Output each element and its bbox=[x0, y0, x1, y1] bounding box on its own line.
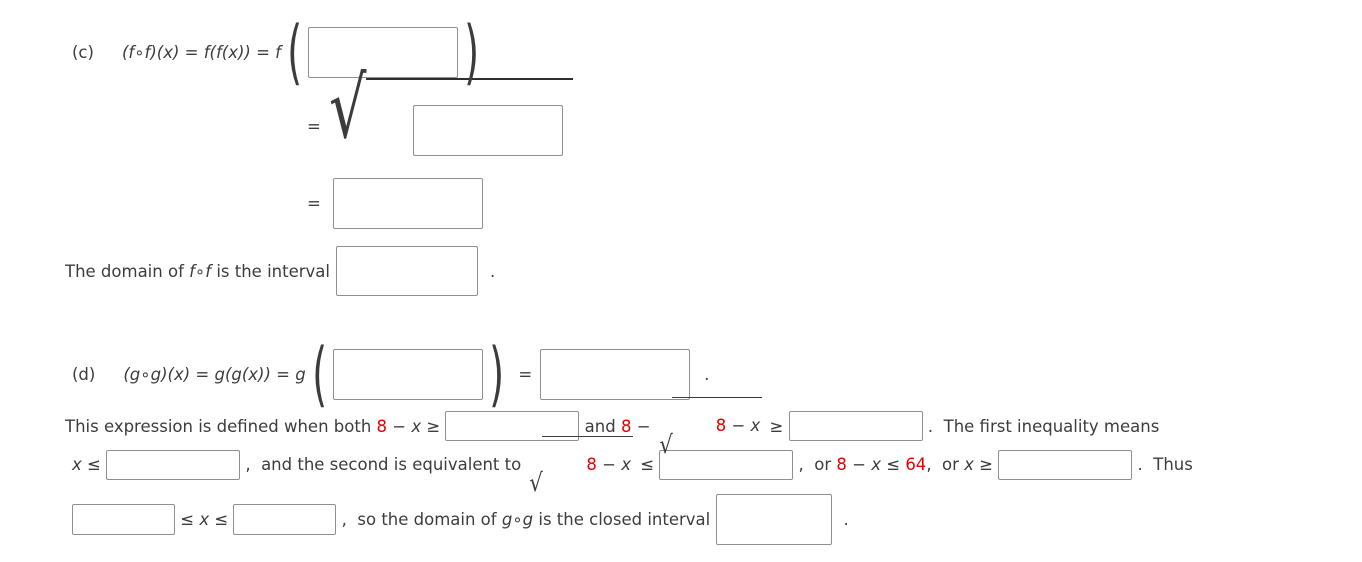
sqrt-8-minus-x: √ 8 − x bbox=[658, 397, 763, 459]
d-x-upper-bound-input[interactable] bbox=[106, 449, 241, 480]
part-d-equation: (g∘g)(x) = g(g(x)) = g bbox=[123, 364, 306, 384]
period: . bbox=[704, 364, 710, 384]
minus-x: − x bbox=[726, 416, 761, 436]
thus-text: . Thus bbox=[1132, 455, 1193, 474]
d-answer-1-input[interactable] bbox=[333, 348, 484, 400]
red-eight: 8 bbox=[586, 454, 597, 474]
part-c-domain-line: The domain of f∘f is the interval . bbox=[65, 245, 1362, 297]
red-eight: 8 bbox=[620, 416, 632, 436]
radical-expression: √ bbox=[328, 58, 574, 175]
c-answer-3-input[interactable] bbox=[332, 177, 483, 229]
sqrt-8-minus-x: √ 8 − x bbox=[528, 435, 633, 498]
part-c-line-2: = √ bbox=[307, 66, 1362, 156]
red-eight: 8 bbox=[836, 455, 847, 474]
minus-x-geq: − x ≥ bbox=[387, 416, 446, 436]
d-ineq2-answer-input[interactable] bbox=[788, 411, 923, 441]
radical-icon: √ bbox=[328, 58, 367, 157]
leq-sign: ≤ bbox=[634, 455, 660, 474]
leq-x-leq: ≤ x ≤ bbox=[175, 509, 234, 529]
x-geq: x ≥ bbox=[964, 455, 999, 474]
radicand bbox=[366, 77, 574, 175]
minus-x-leq: − x ≤ bbox=[846, 455, 906, 474]
period: . bbox=[489, 261, 496, 281]
part-d-label: (d) bbox=[72, 364, 96, 384]
x-leq: x ≤ bbox=[72, 455, 107, 474]
domain-suffix-text: is the interval bbox=[211, 261, 330, 281]
equals-sign: = bbox=[307, 193, 321, 213]
part-d-conclusion-line: ≤ x ≤ , so the domain of g∘g is the clos… bbox=[72, 493, 1362, 545]
red-eight: 8 bbox=[376, 416, 388, 436]
fof-math-text: f∘f bbox=[189, 261, 212, 281]
d-interval-lower-input[interactable] bbox=[72, 503, 175, 535]
d-domain-interval-input[interactable] bbox=[715, 493, 832, 545]
d-interval-upper-input[interactable] bbox=[233, 503, 337, 535]
part-c-line-1: (c) (f∘f)(x) = f(f(x)) = f ( ) bbox=[72, 11, 480, 93]
equals-sign: = bbox=[518, 364, 533, 384]
geq-sign: ≥ bbox=[764, 416, 789, 436]
or-text: , or bbox=[793, 455, 837, 474]
c-domain-interval-input[interactable] bbox=[335, 246, 478, 296]
c-answer-2-input[interactable] bbox=[413, 104, 564, 156]
gog-math-text: g∘g bbox=[501, 509, 534, 529]
d-answer-2-input[interactable] bbox=[540, 348, 691, 400]
radicand: 8 − x bbox=[542, 435, 633, 494]
red-sixty-four: 64 bbox=[905, 455, 927, 474]
c-answer-1-input[interactable] bbox=[308, 26, 459, 78]
first-inequality-text: . The first inequality means bbox=[922, 416, 1160, 436]
part-d-line-1: (d) (g∘g)(x) = g(g(x)) = g ( ) = . bbox=[72, 333, 710, 415]
defined-when-text: This expression is defined when both bbox=[65, 416, 377, 436]
closed-interval-text: is the closed interval bbox=[533, 509, 716, 529]
period: . bbox=[843, 509, 849, 529]
radical-icon: √ bbox=[659, 429, 673, 459]
and-text: and bbox=[579, 416, 621, 436]
question-page: (c) (f∘f)(x) = f(f(x)) = f ( ) = √ = The… bbox=[65, 11, 1362, 545]
radicand: 8 − x bbox=[671, 397, 763, 455]
second-equivalent-text: , and the second is equivalent to bbox=[240, 455, 527, 474]
d-x-lower-bound-input[interactable] bbox=[998, 449, 1133, 480]
part-c-label: (c) bbox=[72, 42, 94, 62]
or-text: , or bbox=[926, 455, 965, 474]
part-d-inequality-line-1: This expression is defined when both 8 −… bbox=[65, 397, 1362, 457]
domain-prefix-text: The domain of bbox=[65, 261, 190, 281]
part-d-inequality-line-2: x ≤ , and the second is equivalent to √ … bbox=[72, 435, 1362, 495]
part-c-line-3: = bbox=[307, 176, 1362, 230]
minus-x: − x bbox=[596, 454, 631, 474]
so-domain-text: , so the domain of bbox=[336, 509, 502, 529]
d-sqrt-bound-input[interactable] bbox=[659, 449, 794, 480]
part-c-equation: (f∘f)(x) = f(f(x)) = f bbox=[121, 42, 281, 62]
equals-sign: = bbox=[307, 116, 321, 136]
minus-sign: − bbox=[631, 416, 656, 436]
red-eight: 8 bbox=[715, 416, 727, 436]
radical-icon: √ bbox=[529, 468, 544, 498]
